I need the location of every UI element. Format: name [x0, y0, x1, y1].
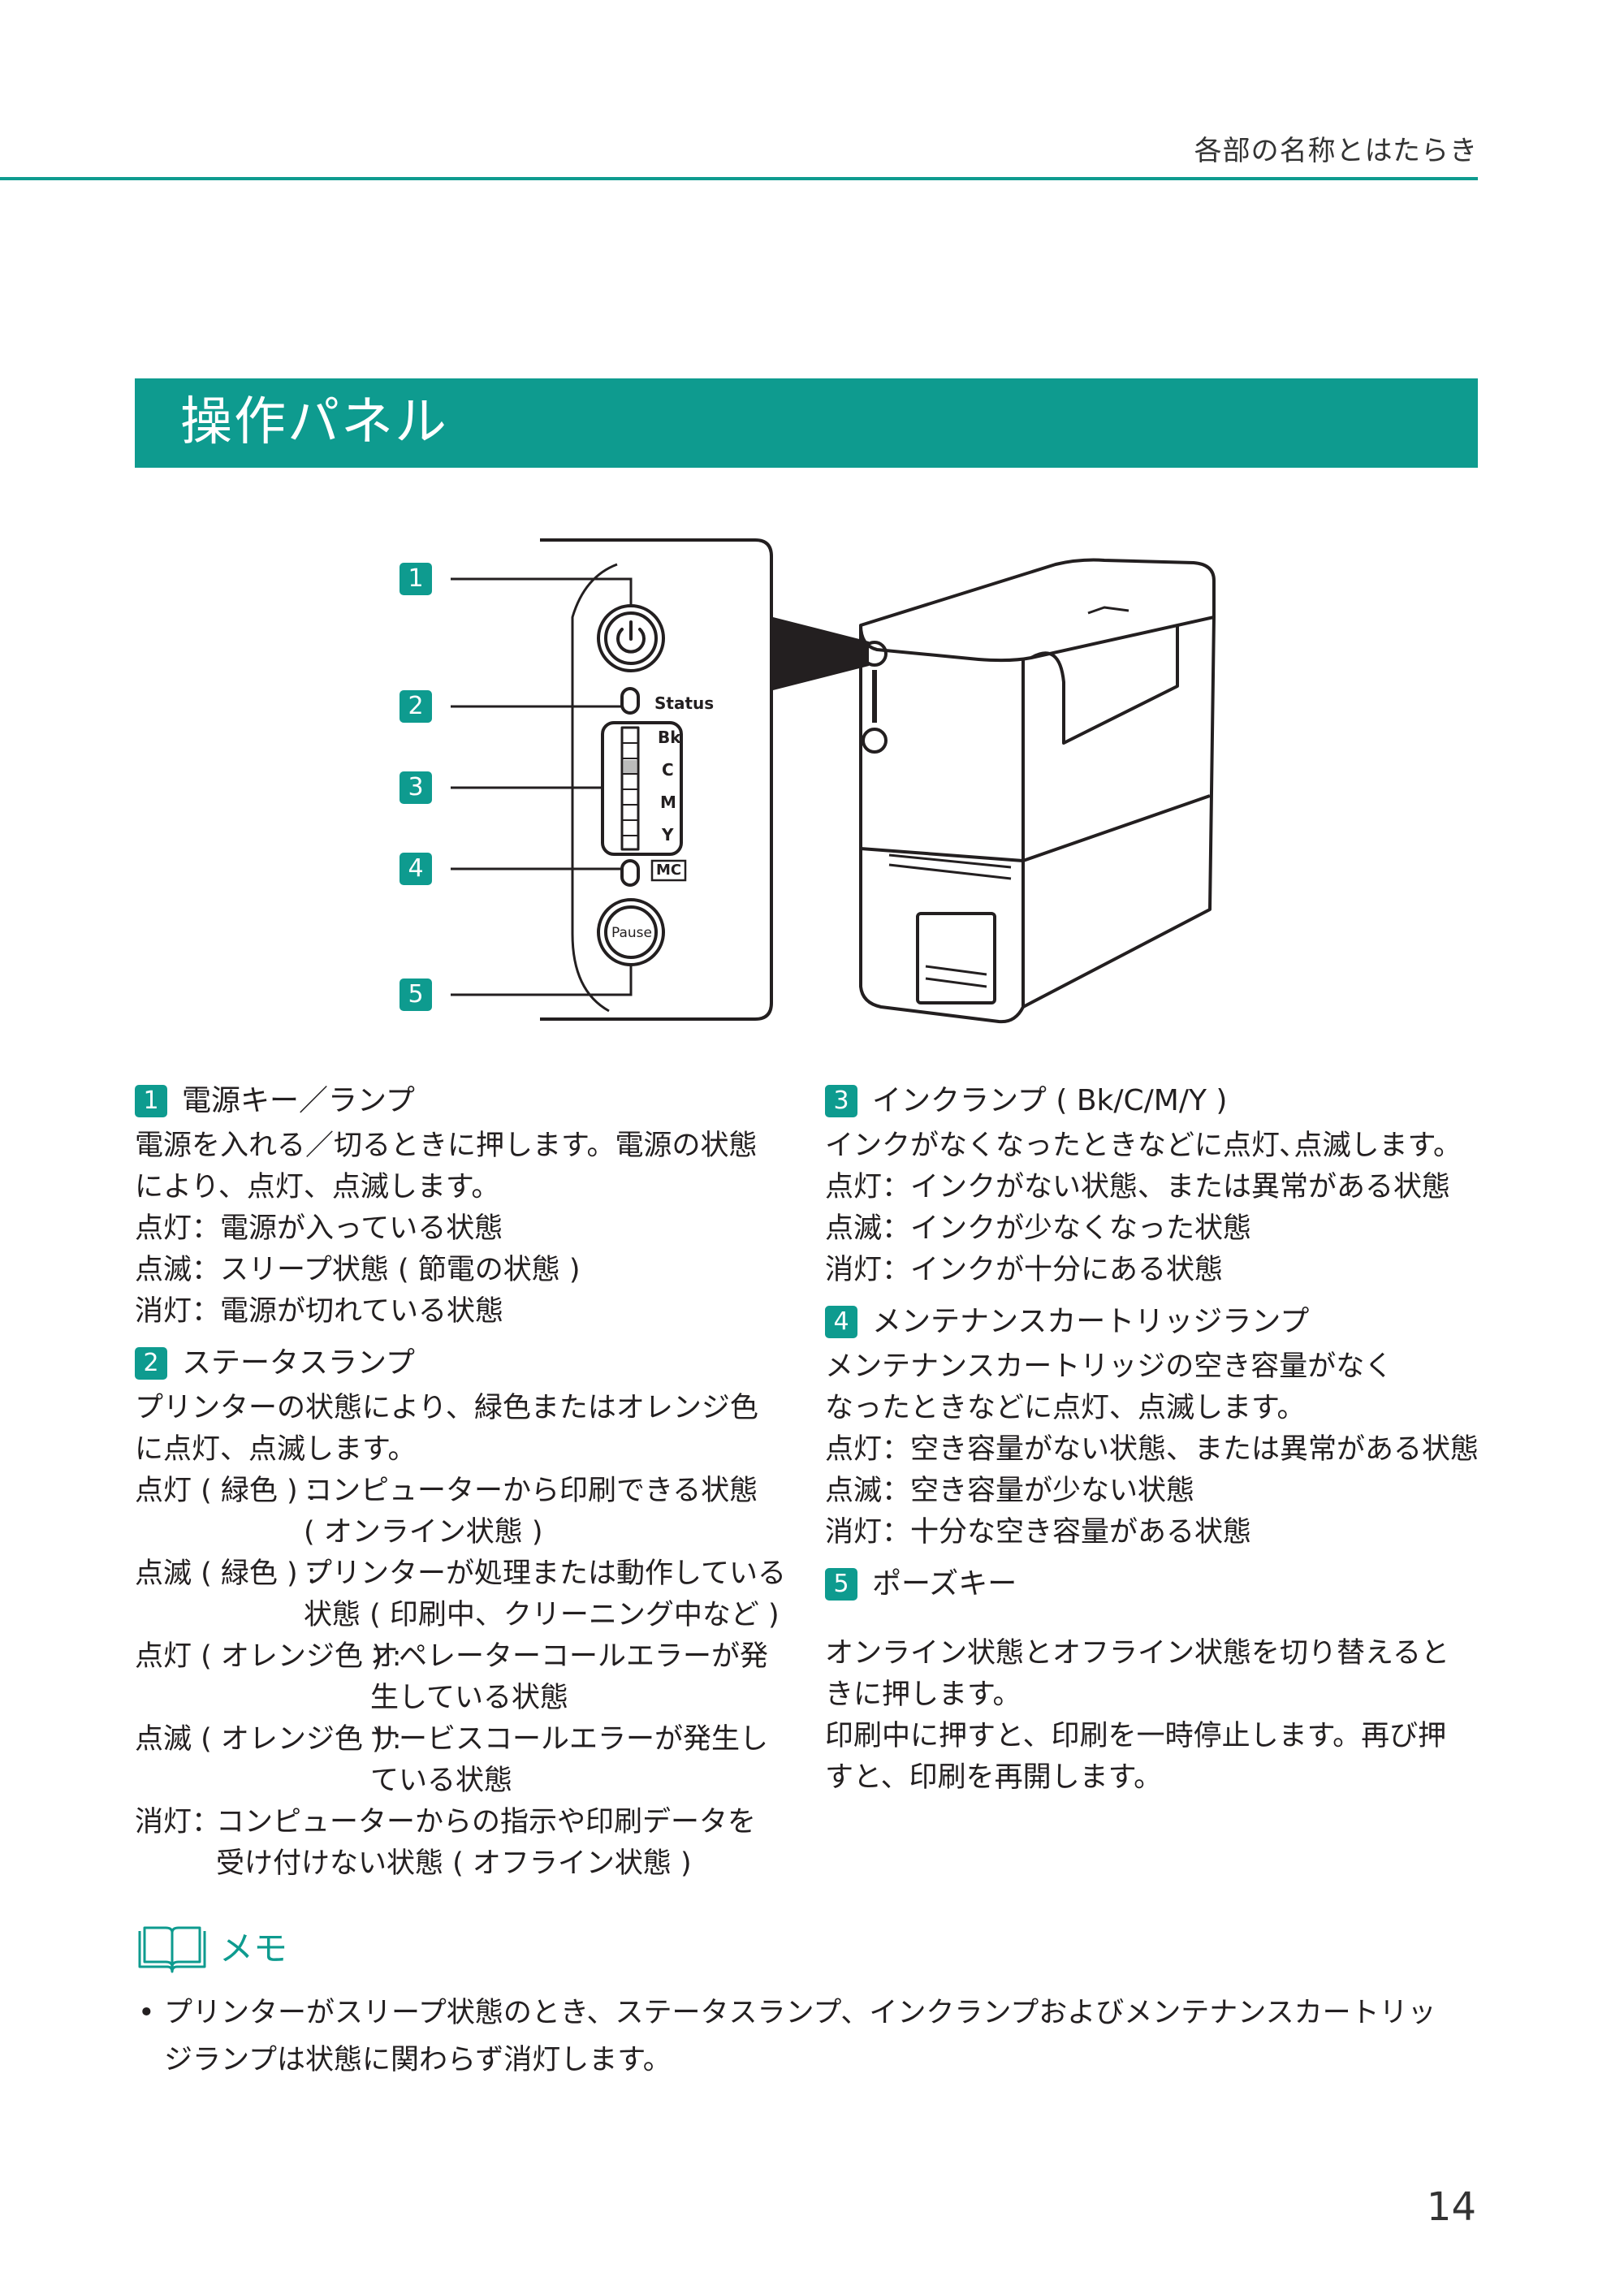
- section-1-line: により、点灯、点滅します。: [135, 1171, 500, 1203]
- section-1-heading: 1 電源キー／ランプ: [135, 1080, 784, 1125]
- status-lamp: [620, 687, 640, 715]
- right-column: 3 インクランプ ( Bk/C/M/Y ) インクがなくなったときなどに点灯､点…: [825, 1080, 1491, 1799]
- status-item-label: 消灯：: [135, 1806, 221, 1838]
- section-5-badge: 5: [825, 1568, 857, 1601]
- mc-label-box: [650, 859, 687, 882]
- callout-badge-4: 4: [400, 853, 432, 885]
- section-2-line: に点灯、点滅します。: [135, 1433, 417, 1466]
- status-label: Status: [654, 693, 714, 713]
- y-label: Y: [661, 825, 674, 845]
- panel-closeup-outline: [540, 538, 773, 1021]
- section-1-badge: 1: [135, 1085, 167, 1117]
- section-2-title: ステータスランプ: [182, 1346, 415, 1380]
- memo-title: メモ: [219, 1929, 288, 1968]
- mc-label: MC: [656, 862, 681, 879]
- status-item-label: 点灯 ( オレンジ色 ) :: [135, 1640, 402, 1673]
- status-item-text: コンピューターから印刷できる状態: [304, 1475, 758, 1507]
- printer-pause-button: [862, 728, 888, 754]
- callout-badge-3: 3: [400, 771, 432, 804]
- status-item-label: 点滅 ( 緑色 ) :: [135, 1557, 317, 1590]
- section-4-title: メンテナンスカートリッジランプ: [872, 1305, 1310, 1338]
- section-banner: 操作パネル: [135, 378, 1478, 468]
- memo-bullet: •: [138, 1997, 155, 2029]
- section-4-line: 消灯：十分な空き容量がある状態: [825, 1516, 1252, 1549]
- printer-front: [859, 625, 1025, 1024]
- status-item: 点灯 ( オレンジ色 ) : オペレーターコールエラーが発 生している状態: [135, 1636, 784, 1719]
- status-item-text: サービスコールエラーが発生し: [370, 1723, 769, 1756]
- status-item-text: 状態 ( 印刷中、クリーニング中など ): [304, 1599, 780, 1631]
- printer-power-button: [862, 641, 888, 667]
- status-item-text: 生している状態: [370, 1682, 568, 1714]
- section-4-badge: 4: [825, 1306, 857, 1338]
- section-4-line: メンテナンスカートリッジの空き容量がなく: [825, 1350, 1393, 1383]
- section-3-title: インクランプ ( Bk/C/M/Y ): [872, 1084, 1228, 1117]
- status-item-text: ( オンライン状態 ): [304, 1516, 543, 1549]
- pause-label: Pause: [611, 925, 652, 941]
- status-item-text: プリンターが処理または動作している: [304, 1557, 786, 1590]
- mc-lamp: [620, 859, 640, 887]
- callout-badge-1: 1: [400, 563, 432, 595]
- pause-button: [604, 905, 658, 959]
- section-3-badge: 3: [825, 1085, 857, 1117]
- ink-lamp-lit: [624, 760, 637, 773]
- section-4-line: なったときなどに点灯、点滅します。: [825, 1392, 1306, 1424]
- section-4-heading: 4 メンテナンスカートリッジランプ: [825, 1301, 1491, 1346]
- section-5-line: きに押します。: [825, 1678, 1021, 1711]
- zoom-wedge: [773, 617, 869, 690]
- status-item: 消灯： コンピューターからの指示や印刷データを 受け付けない状態 ( オフライン…: [135, 1802, 784, 1885]
- m-label: M: [660, 793, 676, 812]
- status-item-label: 点灯 ( 緑色 ) :: [135, 1475, 317, 1507]
- memo-heading: メモ: [135, 1926, 287, 1978]
- status-item-label: 点滅 ( オレンジ色 ) :: [135, 1723, 402, 1756]
- memo-line: プリンターがスリープ状態のとき、ステータスランプ、インクランプおよびメンテナンス…: [164, 1997, 1436, 2029]
- section-2-heading: 2 ステータスランプ: [135, 1342, 784, 1388]
- section-5-line: 印刷中に押すと、印刷を一時停止します。再び押: [825, 1720, 1447, 1752]
- section-2-badge: 2: [135, 1347, 167, 1380]
- operation-panel-diagram: Status Bk C M Y MC Pause: [451, 538, 1216, 1024]
- section-4-line: 点滅：空き容量が少ない状態: [825, 1475, 1195, 1507]
- power-button: [604, 611, 658, 665]
- status-item-text: 受け付けない状態 ( オフライン状態 ): [216, 1847, 692, 1880]
- section-3-heading: 3 インクランプ ( Bk/C/M/Y ): [825, 1080, 1491, 1125]
- status-item: 点滅 ( オレンジ色 ) : サービスコールエラーが発生し ている状態: [135, 1719, 784, 1802]
- printer-hood: [1030, 625, 1179, 745]
- section-5-line: すと、印刷を再開します。: [825, 1761, 1163, 1794]
- c-label: C: [662, 760, 674, 780]
- section-3-line: 消灯：インクが十分にある状態: [825, 1254, 1224, 1286]
- section-1-line: 消灯：電源が切れている状態: [135, 1295, 503, 1328]
- status-item-text: コンピューターからの指示や印刷データを: [216, 1806, 757, 1838]
- memo-line: ジランプは状態に関わらず消灯します。: [164, 2044, 672, 2076]
- section-1-line: 点灯：電源が入っている状態: [135, 1212, 503, 1245]
- section-5-title: ポーズキー: [872, 1567, 1017, 1601]
- section-1-line: 電源を入れる／切るときに押します。電源の状態: [135, 1130, 758, 1162]
- section-3-line: 点灯：インクがない状態、または異常がある状態: [825, 1171, 1451, 1203]
- callout-badge-2: 2: [400, 690, 432, 723]
- status-item: 点灯 ( 緑色 ) : コンピューターから印刷できる状態 ( オンライン状態 ): [135, 1471, 784, 1553]
- printer-top: [859, 558, 1216, 663]
- left-column: 1 電源キー／ランプ 電源を入れる／切るときに押します。電源の状態 により、点灯…: [135, 1080, 786, 1885]
- section-5-heading: 5 ポーズキー: [825, 1563, 1491, 1609]
- status-item-text: ている状態: [370, 1765, 513, 1797]
- header-rule: [0, 177, 1478, 180]
- bk-label: Bk: [658, 728, 681, 747]
- section-1-line: 点滅：スリープ状態 ( 節電の状態 ): [135, 1254, 581, 1286]
- printer-side: [1022, 616, 1216, 1009]
- running-header: 各部の名称とはたらき: [1194, 135, 1478, 167]
- callout-badge-5: 5: [400, 979, 432, 1011]
- section-5-line: オンライン状態とオフライン状態を切り替えると: [825, 1637, 1449, 1670]
- page-number: 14: [1426, 2184, 1476, 2230]
- section-4-line: 点灯：空き容量がない状態、または異常がある状態: [825, 1433, 1479, 1466]
- book-icon: [138, 1926, 206, 1973]
- status-item: 点滅 ( 緑色 ) : プリンターが処理または動作している 状態 ( 印刷中、ク…: [135, 1553, 786, 1636]
- section-title: 操作パネル: [180, 392, 448, 452]
- section-2-line: プリンターの状態により、緑色またはオレンジ色: [135, 1392, 758, 1424]
- section-3-line: インクがなくなったときなどに点灯､点滅します。: [825, 1130, 1462, 1162]
- printer-slot: [916, 912, 996, 1004]
- section-1-title: 電源キー／ランプ: [182, 1084, 415, 1117]
- section-3-line: 点滅：インクが少なくなった状態: [825, 1212, 1252, 1245]
- power-icon: [616, 620, 646, 654]
- status-item-text: オペレーターコールエラーが発: [370, 1640, 769, 1673]
